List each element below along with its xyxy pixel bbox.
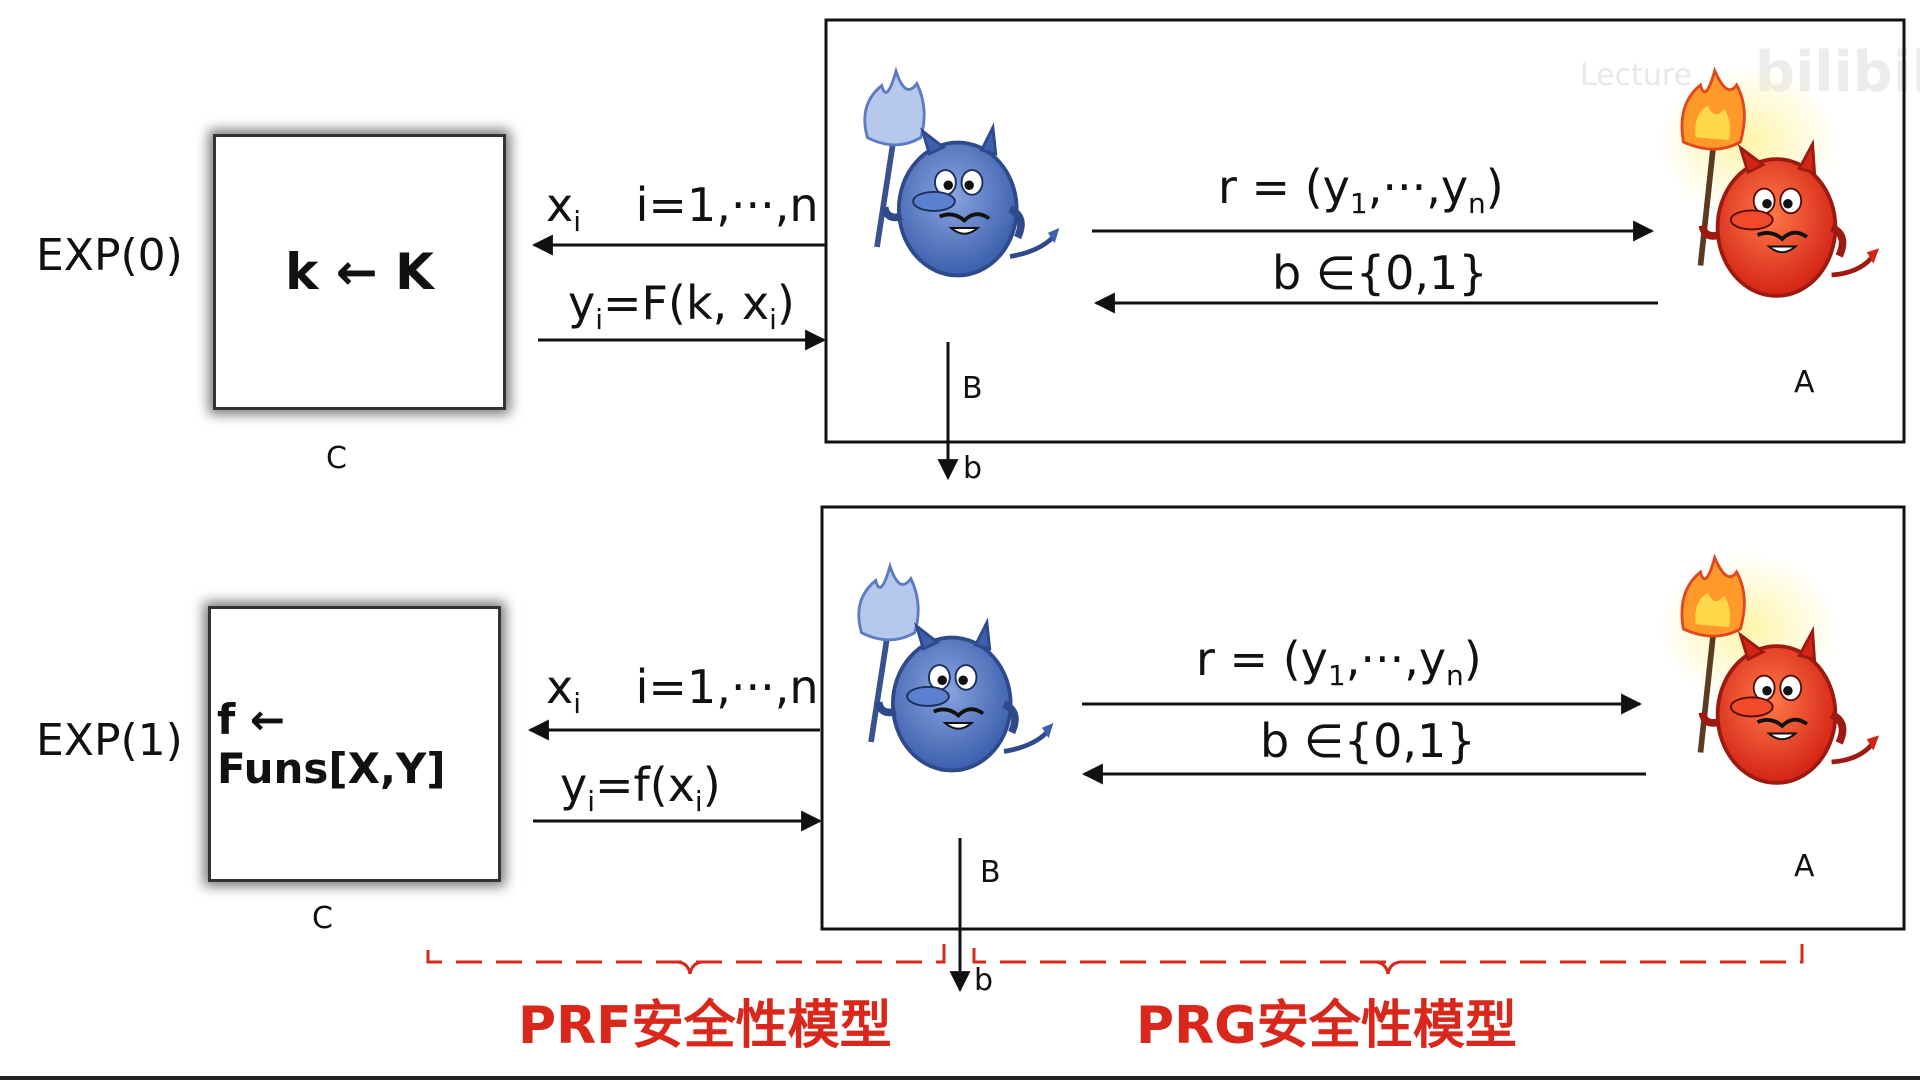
r-top-post: ) [1485, 160, 1504, 214]
r-top-subn: n [1468, 187, 1486, 220]
response-top-sub2: i [769, 303, 777, 336]
r-top-mid: ,···,y [1367, 160, 1469, 214]
blue-devil-icon-bottom [859, 566, 1054, 770]
output-top-label: b [963, 451, 983, 486]
response-bottom-y: y [560, 758, 588, 812]
response-top-post: ) [776, 276, 795, 330]
prf-bracket-tick [675, 960, 705, 975]
r-bottom-subn: n [1446, 659, 1464, 692]
response-top: yi=F(k, xi) [568, 280, 795, 334]
prf-model-label: PRF安全性模型 [518, 996, 892, 1056]
output-bottom-label: b [974, 963, 994, 998]
r-top-sub1: 1 [1349, 187, 1368, 220]
blue-devil-icon-top [865, 71, 1060, 275]
r-message-top: r = (y1,···,yn) [1218, 164, 1504, 218]
red-devil-top-label: A [1794, 365, 1815, 400]
query-top-range: i=1,···,n [635, 178, 819, 232]
red-devil-bottom-label: A [1794, 849, 1815, 884]
response-bottom-y-sub: i [587, 785, 596, 818]
prg-model-label: PRG安全性模型 [1136, 996, 1517, 1056]
challenger-bottom-text: f ← Funs[X,Y] [217, 695, 446, 793]
adversary-panel-top [824, 18, 1906, 444]
r-bottom-sub1: 1 [1327, 659, 1346, 692]
bottom-border [0, 1076, 1920, 1080]
challenger-box-bottom: f ← Funs[X,Y] [208, 606, 501, 882]
r-bottom-post: ) [1463, 632, 1482, 686]
prg-bracket-tick [1373, 960, 1403, 975]
query-top: xi i=1,···,n [546, 182, 819, 236]
r-bottom-pre: r = (y [1196, 632, 1328, 686]
challenger-top-text: k ← K [285, 243, 434, 301]
query-bottom-range: i=1,···,n [635, 660, 819, 714]
exp1-label: EXP(1) [36, 715, 183, 766]
query-bottom-x-sub: i [573, 687, 582, 720]
prf-bracket [426, 940, 946, 964]
r-top-pre: r = (y [1218, 160, 1350, 214]
r-message-bottom: r = (y1,···,yn) [1196, 636, 1482, 690]
query-top-x: x [546, 178, 574, 232]
response-bottom: yi=f(xi) [560, 762, 721, 816]
red-devil-icon-bottom [1658, 553, 1879, 783]
query-top-x-sub: i [573, 205, 582, 238]
response-top-y-sub: i [595, 303, 604, 336]
exp0-label: EXP(0) [36, 230, 183, 281]
challenger-bottom-label: C [312, 901, 333, 936]
response-bottom-post: ) [702, 758, 721, 812]
watermark-bilibili: bilibili [1755, 40, 1920, 105]
response-top-mid: =F(k, x [603, 276, 770, 330]
query-bottom-x: x [546, 660, 574, 714]
challenger-box-top: k ← K [213, 134, 506, 410]
response-bottom-mid: =f(x [595, 758, 695, 812]
blue-devil-bottom-label: B [980, 855, 1001, 890]
blue-devil-top-label: B [962, 371, 983, 406]
response-top-y: y [568, 276, 596, 330]
query-bottom: xi i=1,···,n [546, 664, 819, 718]
prg-bracket [972, 944, 1804, 964]
r-bottom-mid: ,···,y [1345, 632, 1447, 686]
watermark-left: Lecture [1580, 58, 1693, 93]
challenger-top-label: C [326, 441, 347, 476]
response-bottom-sub2: i [694, 785, 703, 818]
b-message-bottom: b ∈{0,1} [1260, 714, 1476, 768]
b-message-top: b ∈{0,1} [1272, 246, 1488, 300]
